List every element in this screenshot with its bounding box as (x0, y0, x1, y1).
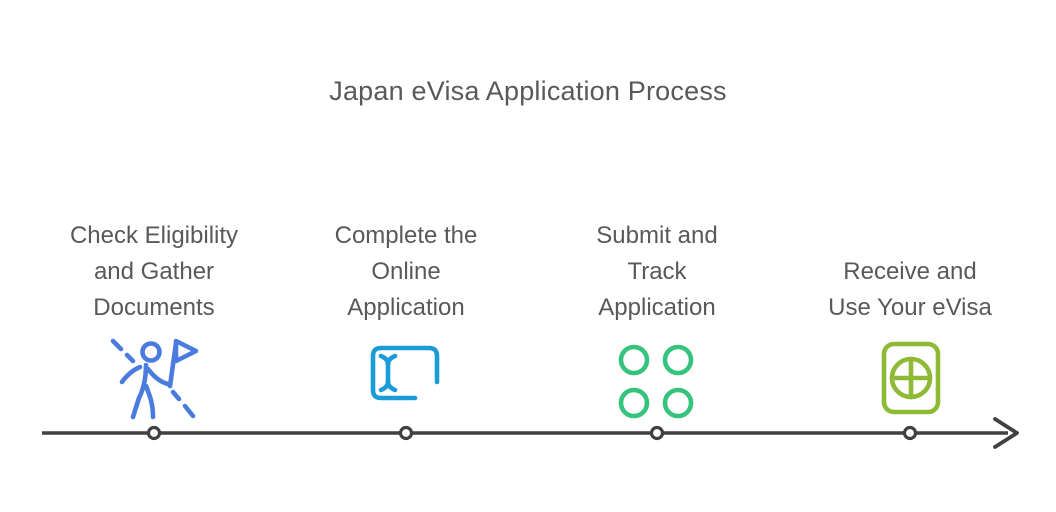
passport-globe-icon (881, 341, 941, 415)
diagram-title: Japan eVisa Application Process (329, 76, 727, 106)
label-line: Check Eligibility (69, 222, 239, 249)
timeline-marker (398, 425, 414, 441)
timeline-marker (649, 425, 665, 441)
text-input-cursor-icon (370, 345, 440, 401)
label-line: Documents (93, 294, 215, 321)
label-line: Submit and (596, 222, 718, 249)
label-line: and Gather (93, 258, 215, 285)
label-line: Application (598, 294, 716, 321)
step-1-label: Check Eligibility and Gather Documents (28, 218, 280, 326)
step-3-label: Submit and Track Application (531, 218, 783, 326)
label-line: Receive and (843, 258, 977, 285)
step-4-label: Receive and Use Your eVisa (784, 218, 1036, 326)
four-circles-icon (618, 344, 694, 419)
label-line: Online (371, 258, 441, 285)
label-line: Application (347, 294, 465, 321)
arrow-right-icon (993, 417, 1019, 449)
timeline (42, 417, 1019, 449)
label-line: Track (627, 258, 687, 285)
timeline-marker (902, 425, 918, 441)
timeline-marker (146, 425, 162, 441)
step-2-label: Complete the Online Application (280, 218, 532, 326)
label-line: Complete the (334, 222, 478, 249)
label-line: Use Your eVisa (828, 294, 992, 321)
hiker-with-flag-icon (110, 338, 199, 420)
